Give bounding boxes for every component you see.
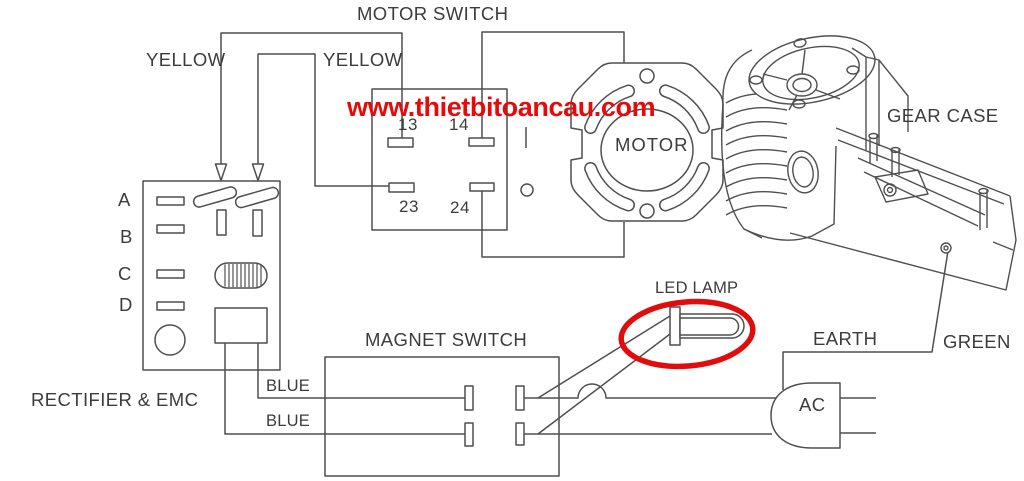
board-row-a-label: A <box>118 189 131 210</box>
gear-case-label: GEAR CASE <box>887 105 999 126</box>
terminal-13-label: 13 <box>398 115 418 134</box>
magnet-switch-box <box>324 356 560 477</box>
blue-wire-label-2: BLUE <box>266 412 310 430</box>
earth-wire <box>782 250 949 390</box>
blue-wire-label-1: BLUE <box>266 377 310 395</box>
motor-label: MOTOR <box>615 134 689 155</box>
terminal-23-label: 23 <box>399 197 419 216</box>
green-wire-label: GREEN <box>943 331 1011 352</box>
motor-wires <box>481 31 625 258</box>
arrow-down-icon <box>251 163 265 182</box>
ac-label: AC <box>799 394 826 415</box>
magnet-switch-label: MAGNET SWITCH <box>365 329 528 350</box>
yellow-wire-label-2: YELLOW <box>323 49 403 70</box>
ac-plug <box>770 382 876 449</box>
led-highlight-ellipse <box>618 298 756 370</box>
watermark-text: www.thietbitoancau.com <box>347 92 656 122</box>
led-lamp-drawing <box>537 298 756 435</box>
board-row-c-label: C <box>118 263 132 284</box>
yellow-wire-label-1: YELLOW <box>146 49 226 70</box>
arrow-down-icon <box>214 163 228 182</box>
led-lamp-label: LED LAMP <box>655 279 739 297</box>
blue-wires <box>224 343 776 435</box>
yellow-wires <box>214 32 403 187</box>
board-row-b-label: B <box>120 226 133 247</box>
gear-case-drawing <box>721 35 1017 291</box>
rectifier-board <box>142 180 281 371</box>
motor-drawing <box>570 62 724 222</box>
terminal-24-label: 24 <box>450 198 470 217</box>
motor-switch-label: MOTOR SWITCH <box>357 3 509 24</box>
board-row-d-label: D <box>119 294 133 315</box>
rectifier-emc-label: RECTIFIER & EMC <box>31 389 199 410</box>
terminal-14-label: 14 <box>449 115 469 134</box>
earth-label: EARTH <box>813 328 878 349</box>
